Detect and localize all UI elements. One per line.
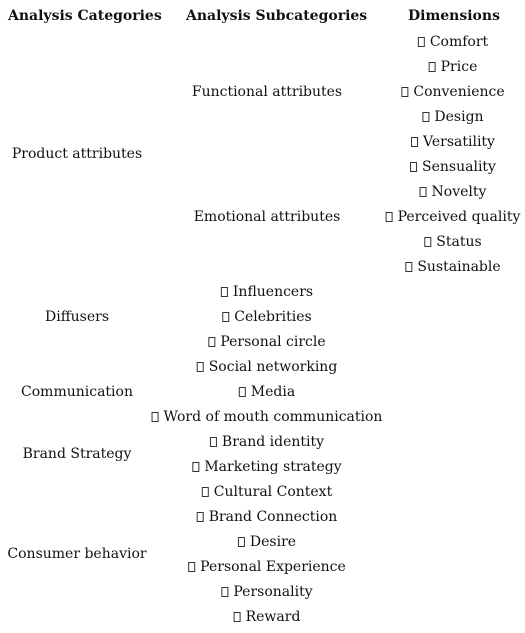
checkbox-icon xyxy=(422,112,430,122)
subcategory-item: Cultural Context xyxy=(201,483,332,501)
checkbox-icon xyxy=(196,512,204,522)
checkbox-icon xyxy=(419,187,427,197)
subcategory-item: Reward xyxy=(233,608,300,626)
checkbox-icon xyxy=(222,312,230,322)
category-communication: Communication xyxy=(21,384,133,400)
dimension-item: Comfort xyxy=(417,33,488,51)
checkbox-icon xyxy=(410,162,418,172)
checkbox-icon xyxy=(196,362,204,372)
subcategory-item: Word of mouth communication xyxy=(151,408,382,426)
dimension-item: Price xyxy=(428,58,477,76)
subcategory-item: Social networking xyxy=(196,358,337,376)
checkbox-icon xyxy=(188,562,196,572)
dimension-item: Design xyxy=(422,108,484,126)
checkbox-icon xyxy=(417,37,425,47)
category-product-attributes: Product attributes xyxy=(11,146,143,162)
checkbox-icon xyxy=(220,287,228,297)
checkbox-icon xyxy=(238,387,246,397)
subcategory-item: Personality xyxy=(221,583,313,601)
dimension-item: Status xyxy=(424,233,482,251)
category-diffusers: Diffusers xyxy=(44,309,110,325)
checkbox-icon xyxy=(428,62,436,72)
checkbox-icon xyxy=(401,87,409,97)
checkbox-icon xyxy=(405,262,413,272)
checkbox-icon xyxy=(411,137,419,147)
checkbox-icon xyxy=(233,612,241,622)
dimension-item: Sustainable xyxy=(405,258,501,276)
subcategory-emotional-attributes: Emotional attributes xyxy=(193,209,341,225)
subcategory-item: Celebrities xyxy=(222,308,312,326)
dimension-item: Convenience xyxy=(401,83,505,101)
subcategory-item: Desire xyxy=(237,533,296,551)
dimension-item: Perceived quality xyxy=(385,208,520,226)
subcategory-item: Media xyxy=(238,383,295,401)
checkbox-icon xyxy=(424,237,432,247)
checkbox-icon xyxy=(237,537,245,547)
category-brand-strategy: Brand Strategy xyxy=(22,446,132,462)
dimension-item: Novelty xyxy=(419,183,486,201)
checkbox-icon xyxy=(385,212,393,222)
subcategory-functional-attributes: Functional attributes xyxy=(191,84,343,100)
subcategory-item: Personal Experience xyxy=(188,558,346,576)
subcategory-item: Marketing strategy xyxy=(192,458,342,476)
checkbox-icon xyxy=(151,412,159,422)
checkbox-icon xyxy=(201,487,209,497)
dimension-item: Versatility xyxy=(411,133,495,151)
checkbox-icon xyxy=(192,462,200,472)
header-analysis-categories: Analysis Categories xyxy=(8,8,162,24)
subcategory-item: Personal circle xyxy=(208,333,326,351)
header-analysis-subcategories: Analysis Subcategories xyxy=(186,8,368,24)
checkbox-icon xyxy=(221,587,229,597)
header-dimensions: Dimensions xyxy=(408,8,500,24)
checkbox-icon xyxy=(208,337,216,347)
checkbox-icon xyxy=(209,437,217,447)
category-consumer-behavior: Consumer behavior xyxy=(7,546,147,562)
subcategory-item: Brand identity xyxy=(209,433,324,451)
subcategory-item: Influencers xyxy=(220,283,313,301)
dimension-item: Sensuality xyxy=(410,158,496,176)
subcategory-item: Brand Connection xyxy=(196,508,337,526)
